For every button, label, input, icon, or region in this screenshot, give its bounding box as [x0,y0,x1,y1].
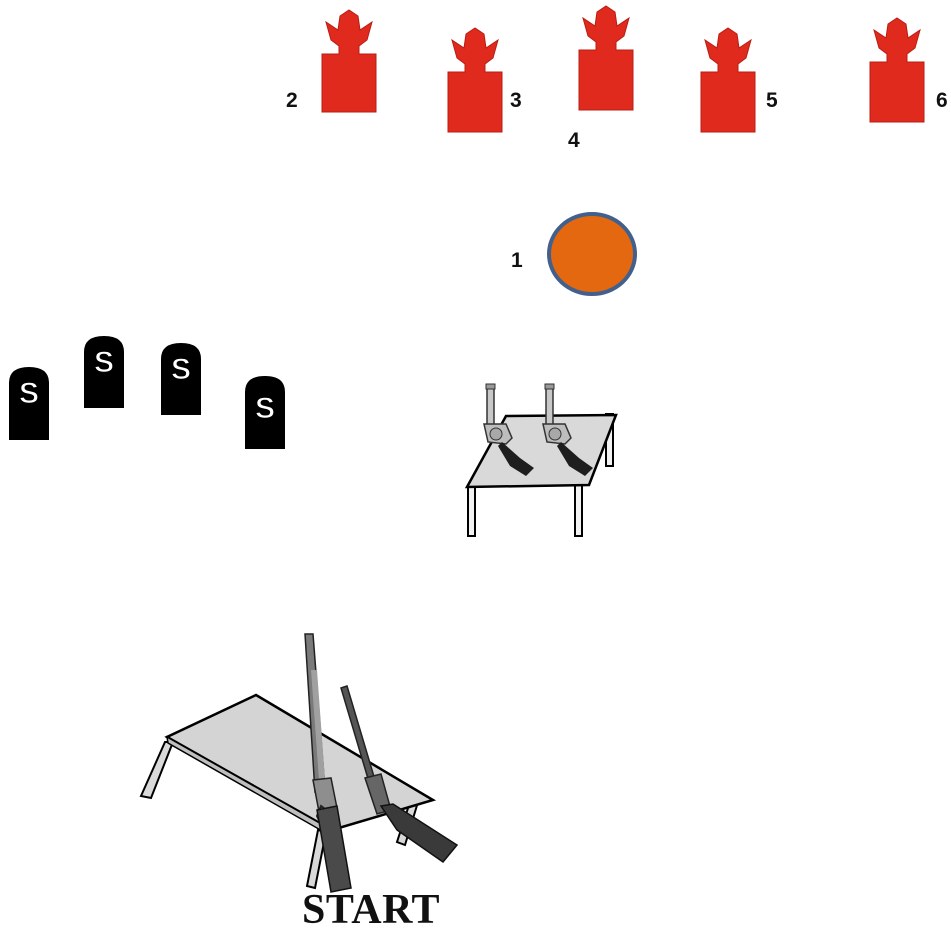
target-5-silhouette [700,27,756,133]
plate-label: 1 [511,249,523,272]
shotgun-knockdown-4: S [245,376,285,449]
target-2-label: 2 [286,89,298,112]
pistol-table [464,383,618,537]
target-3-silhouette [447,27,503,133]
knockdown-letter: S [255,392,275,425]
target-4-silhouette [578,5,634,111]
shotgun-icon [340,685,459,864]
knockdown-letter: S [171,353,191,386]
table-leg [574,483,583,537]
table-leg [467,485,476,537]
revolver-icon [483,383,534,476]
target-3-label: 3 [510,89,522,112]
target-4-label: 4 [568,129,580,152]
plate-target [547,212,637,296]
target-6-label: 6 [936,89,948,112]
shotgun-knockdown-3: S [161,343,201,415]
target-2-silhouette [321,9,377,113]
start-label: START [302,887,440,930]
shotgun-knockdown-2: S [84,336,124,408]
knockdown-letter: S [94,346,114,379]
table-leg [139,741,175,800]
target-6-silhouette [869,17,925,123]
rifle-icon [304,633,352,893]
knockdown-letter: S [19,377,39,410]
target-5-label: 5 [766,89,778,112]
shotgun-knockdown-1: S [9,367,49,440]
start-table [139,633,459,893]
revolver-icon [542,383,593,476]
